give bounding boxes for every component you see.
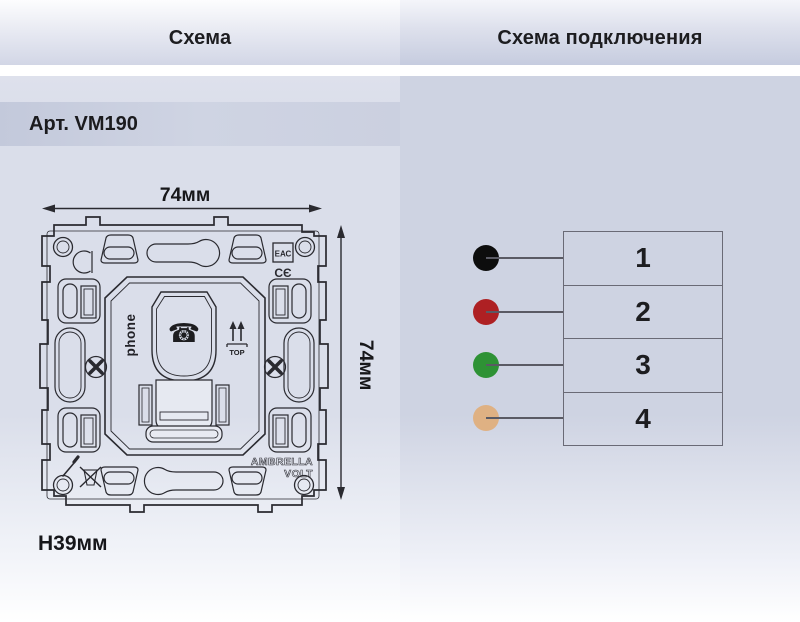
dimension-width: 74мм <box>42 184 322 213</box>
pin-number: 3 <box>635 349 651 381</box>
wire-connector-line-4 <box>486 417 564 419</box>
bottom-slots <box>100 466 267 496</box>
eac-mark: ЕАС <box>272 242 294 263</box>
svg-text:AMBRELLA: AMBRELLA <box>251 456 313 468</box>
eac-label: ЕАС <box>275 250 292 259</box>
article-label: Арт. VM190 <box>29 112 138 135</box>
table-row: 1 <box>564 232 722 286</box>
table-row: 4 <box>564 393 722 446</box>
phone-label: phone <box>123 314 138 357</box>
tab-connection-schema-label: Схема подключения <box>497 27 703 49</box>
height-dim-label: 74мм <box>355 340 377 391</box>
top-slots <box>100 234 267 268</box>
right-side-details <box>268 278 315 453</box>
top-label: TOP <box>229 348 244 357</box>
socket-door <box>138 379 230 443</box>
technical-drawing: 74мм 74мм <box>39 184 377 513</box>
tab-schema-label: Схема <box>168 27 232 49</box>
arrowhead-up-icon <box>337 225 345 238</box>
wire-connector-line-1 <box>486 257 564 259</box>
width-dim-label: 74мм <box>160 184 211 206</box>
connection-table: 1 2 3 4 <box>563 231 723 446</box>
article-band: Арт. VM190 <box>0 102 400 146</box>
pin-number: 1 <box>635 242 651 274</box>
dimension-height: 74мм <box>337 225 377 500</box>
no-dispose-icon <box>79 466 102 488</box>
brand-text: AMBRELLA VOLT <box>251 456 313 481</box>
depth-dim-label: H39мм <box>38 532 108 555</box>
pin-number: 2 <box>635 295 651 327</box>
ce-mark: CЄ <box>274 266 292 280</box>
right-panel-background <box>400 76 800 622</box>
tab-connection-schema: Схема подключения <box>400 0 800 65</box>
left-side-details <box>54 250 101 453</box>
arrowhead-right-icon <box>309 204 322 213</box>
table-row: 3 <box>564 339 722 393</box>
plate-inner-edge <box>46 230 320 500</box>
table-row: 2 <box>564 286 722 339</box>
left-panel-background <box>0 76 400 622</box>
phone-recess-inner <box>156 296 212 377</box>
arrowhead-left-icon <box>42 204 55 213</box>
phone-icon: ☎ <box>168 319 200 349</box>
wire-connector-line-2 <box>486 311 564 313</box>
tab-schema: Схема <box>0 0 400 65</box>
pin-number: 4 <box>635 402 651 434</box>
wire-connector-line-3 <box>486 364 564 366</box>
top-arrows-icon: TOP <box>226 321 248 357</box>
mechanism-face <box>104 276 266 456</box>
plate-outline <box>39 216 329 513</box>
svg-text:VOLT: VOLT <box>284 468 313 480</box>
arrowhead-down-icon <box>337 487 345 500</box>
claw-screws <box>84 355 287 379</box>
mechanism-face-inner <box>110 282 260 450</box>
screwdriver-icon <box>62 455 80 477</box>
